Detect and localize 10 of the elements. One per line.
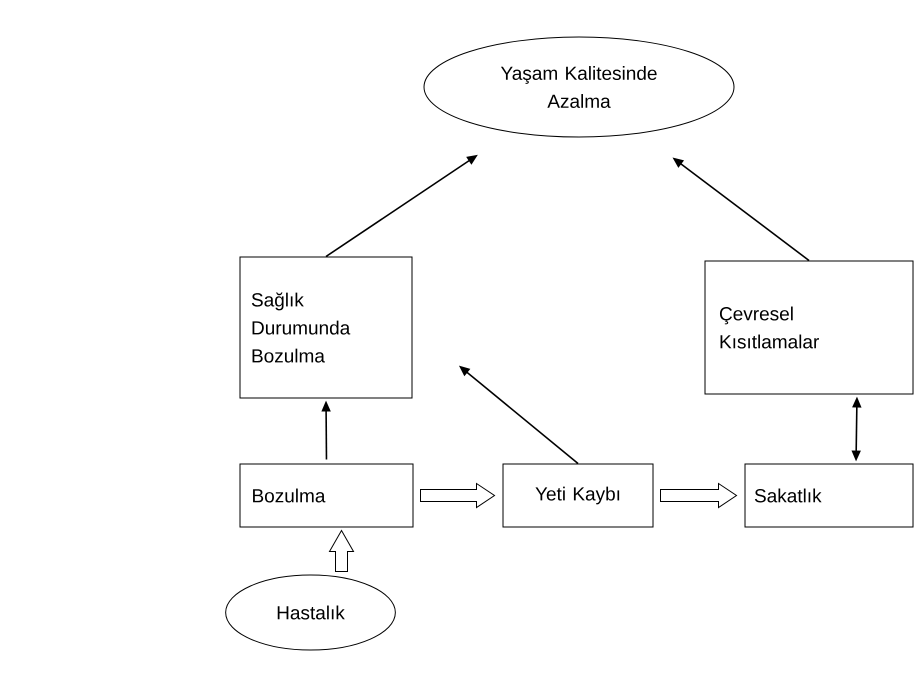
process-box: Çevresel Kısıtlamalar [704,260,914,394]
process-box: Bozulma [240,464,414,528]
process-box: Sağlık Durumunda Bozulma [240,256,412,398]
block-arrow [660,482,738,508]
block-arrow [328,530,354,572]
ellipse-node: Yaşam Kalitesinde Azalma [424,36,734,138]
process-box: Yeti Kaybı [502,464,654,528]
process-box: Sakatlık [744,464,914,528]
ellipse-node: Hastalık [225,574,396,650]
block-arrow [420,482,496,508]
